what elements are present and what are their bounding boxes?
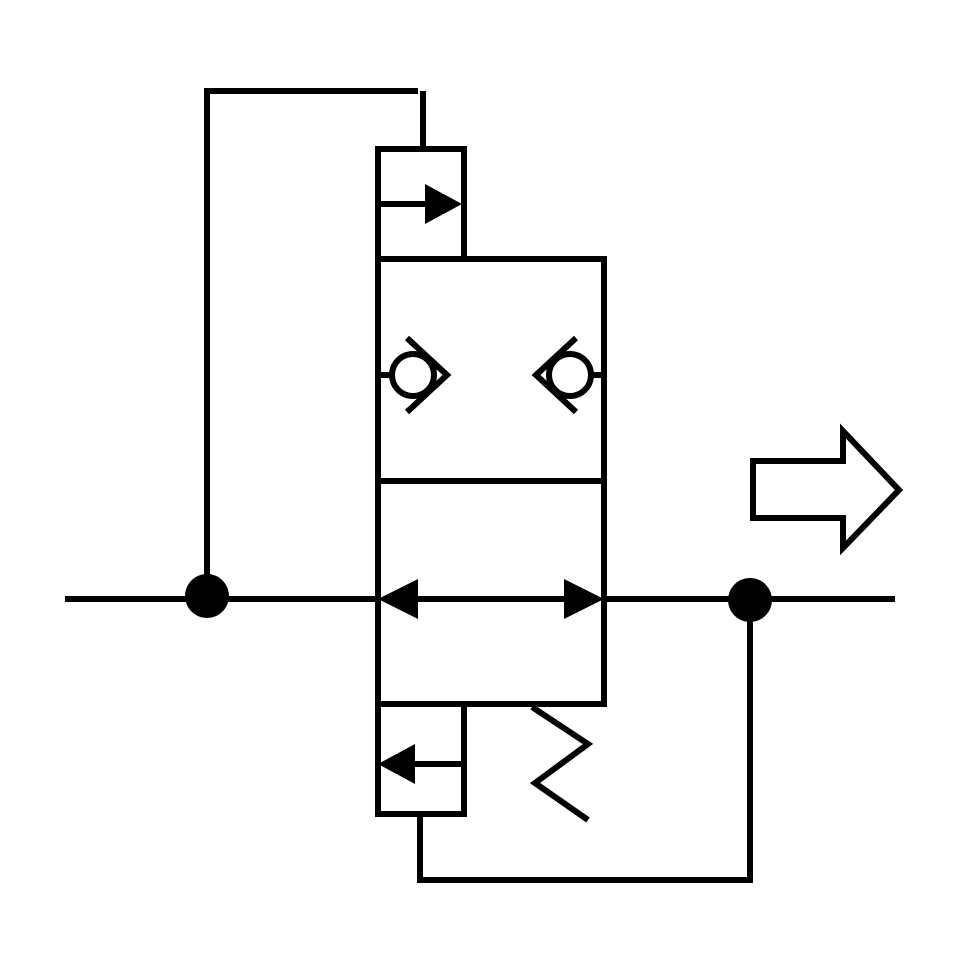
right-junction-dot <box>728 578 772 622</box>
left-junction-dot <box>185 574 229 618</box>
return-spring <box>529 704 594 823</box>
flow-direction-arrow-icon <box>750 423 904 556</box>
valve-envelope-lower <box>375 478 607 707</box>
bidirectional-arrow-head-left <box>378 579 418 619</box>
check-valve-right-ball <box>546 351 594 399</box>
bottom-pilot-arrow-head <box>378 744 415 784</box>
top-pilot-arrow-head <box>425 184 462 224</box>
pilot-line-bottom <box>417 600 753 883</box>
check-valve-left-ball <box>389 351 437 399</box>
check-valve-left-seat <box>404 335 452 415</box>
pilot-line-top <box>204 88 418 596</box>
bidirectional-arrow-head-right <box>564 579 604 619</box>
check-valve-right-seat <box>531 335 579 415</box>
bottom-pilot-box <box>375 704 467 817</box>
